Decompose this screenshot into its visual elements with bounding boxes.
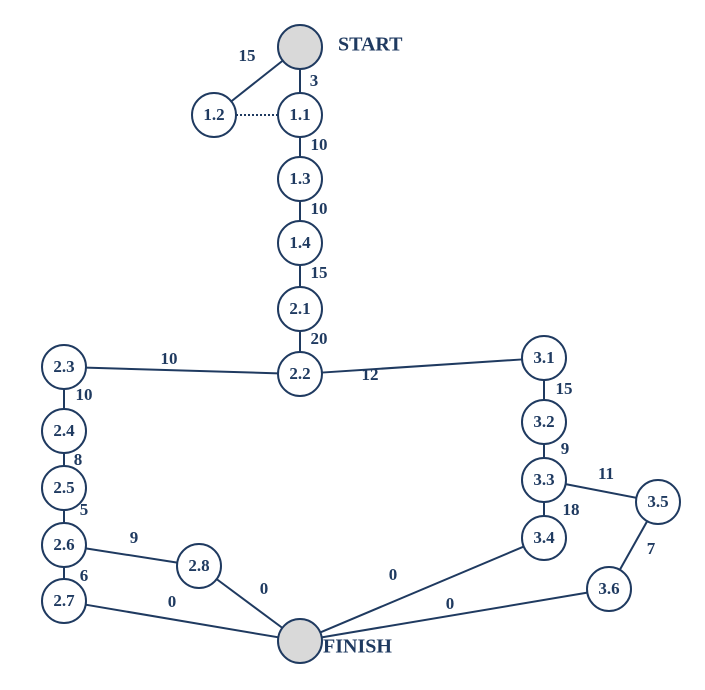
edge-weight-label: 10 bbox=[76, 385, 93, 404]
edge-weight-label: 10 bbox=[161, 349, 178, 368]
node-3-4: 3.4 bbox=[521, 515, 567, 561]
edge-2-2-3-1 bbox=[321, 358, 523, 374]
edge-labels-layer: 3 15 10 10 15 20 10 12 10 8 5 6 9 0 0 15 9 18 11 7 0 0 bbox=[74, 46, 656, 613]
edge-weight-label: 8 bbox=[74, 450, 83, 469]
edge-weight-label: 9 bbox=[130, 528, 139, 547]
start-circle bbox=[277, 24, 323, 70]
edge-2-6-2-8 bbox=[85, 547, 178, 564]
finish-label: FINISH bbox=[323, 636, 392, 658]
node-3-5: 3.5 bbox=[635, 479, 681, 525]
node-circle bbox=[277, 286, 323, 332]
node-2-5: 2.5 bbox=[41, 465, 87, 511]
node-label: 2.1 bbox=[289, 299, 310, 318]
edge-weight-label: 18 bbox=[563, 500, 580, 519]
edge-weight-label: 3 bbox=[310, 71, 319, 90]
edge-weight-label: 10 bbox=[311, 199, 328, 218]
node-circle bbox=[586, 566, 632, 612]
edge-weight-label: 9 bbox=[561, 439, 570, 458]
edge-weight-label: 10 bbox=[311, 135, 328, 154]
edge-3-5-3-6 bbox=[618, 520, 649, 571]
node-1-2: 1.2 bbox=[191, 92, 237, 138]
start-label: START bbox=[338, 34, 403, 56]
edge-weight-label: 15 bbox=[311, 263, 328, 282]
node-3-2: 3.2 bbox=[521, 399, 567, 445]
node-2-1: 2.1 bbox=[277, 286, 323, 332]
node-label: 1.2 bbox=[203, 105, 224, 124]
edges-layer bbox=[63, 59, 649, 639]
edge-2-7-finish bbox=[85, 603, 279, 639]
edge-weight-label: 15 bbox=[556, 379, 573, 398]
node-circle bbox=[521, 515, 567, 561]
node-1-4: 1.4 bbox=[277, 220, 323, 266]
node-1-1: 1.1 bbox=[277, 92, 323, 138]
edge-3-4-finish bbox=[319, 545, 525, 634]
node-label: 3.4 bbox=[533, 528, 555, 547]
edge-weight-label: 6 bbox=[80, 566, 89, 585]
edge-weight-label: 0 bbox=[446, 594, 455, 613]
node-circle bbox=[176, 543, 222, 589]
edge-start-1-2 bbox=[230, 59, 284, 103]
node-label: 1.1 bbox=[289, 105, 310, 124]
edge-2-8-finish bbox=[216, 578, 283, 629]
finish-terminal: FINISH bbox=[277, 618, 392, 664]
node-circle bbox=[41, 344, 87, 390]
node-2-7: 2.7 bbox=[41, 578, 87, 624]
edge-weight-label: 11 bbox=[598, 464, 614, 483]
node-label: 3.1 bbox=[533, 348, 554, 367]
node-label: 3.3 bbox=[533, 470, 554, 489]
edge-weight-label: 12 bbox=[362, 365, 379, 384]
nodes-layer: 1.11.21.31.42.12.22.32.42.52.62.72.83.13… bbox=[41, 24, 681, 664]
edge-weight-label: 15 bbox=[239, 46, 256, 65]
node-circle bbox=[191, 92, 237, 138]
node-label: 2.5 bbox=[53, 478, 74, 497]
node-label: 3.2 bbox=[533, 412, 554, 431]
edge-2-2-2-3 bbox=[85, 366, 279, 375]
node-circle bbox=[277, 156, 323, 202]
node-1-3: 1.3 bbox=[277, 156, 323, 202]
edge-3-6-finish bbox=[321, 591, 588, 639]
node-circle bbox=[521, 399, 567, 445]
node-label: 1.3 bbox=[289, 169, 310, 188]
node-3-3: 3.3 bbox=[521, 457, 567, 503]
node-label: 2.7 bbox=[53, 591, 75, 610]
edge-weight-label: 5 bbox=[80, 500, 89, 519]
node-label: 3.6 bbox=[598, 579, 619, 598]
node-2-8: 2.8 bbox=[176, 543, 222, 589]
node-circle bbox=[41, 408, 87, 454]
node-label: 1.4 bbox=[289, 233, 311, 252]
node-3-1: 3.1 bbox=[521, 335, 567, 381]
node-circle bbox=[635, 479, 681, 525]
node-label: 2.8 bbox=[188, 556, 209, 575]
finish-circle bbox=[277, 618, 323, 664]
node-circle bbox=[521, 335, 567, 381]
node-circle bbox=[41, 522, 87, 568]
node-circle bbox=[277, 220, 323, 266]
node-label: 2.3 bbox=[53, 357, 74, 376]
edge-weight-label: 0 bbox=[260, 579, 269, 598]
edge-weight-label: 0 bbox=[168, 592, 177, 611]
edge-weight-label: 20 bbox=[311, 329, 328, 348]
node-circle bbox=[41, 465, 87, 511]
edge-3-3-3-5 bbox=[565, 483, 637, 499]
node-2-6: 2.6 bbox=[41, 522, 87, 568]
node-circle bbox=[277, 92, 323, 138]
node-label: 2.4 bbox=[53, 421, 75, 440]
node-label: 2.2 bbox=[289, 364, 310, 383]
node-label: 3.5 bbox=[647, 492, 668, 511]
node-circle bbox=[41, 578, 87, 624]
edge-weight-label: 7 bbox=[647, 539, 656, 558]
node-2-2: 2.2 bbox=[277, 351, 323, 397]
start-terminal: START bbox=[277, 24, 403, 70]
node-2-3: 2.3 bbox=[41, 344, 87, 390]
node-label: 2.6 bbox=[53, 535, 74, 554]
node-circle bbox=[277, 351, 323, 397]
node-3-6: 3.6 bbox=[586, 566, 632, 612]
edge-weight-label: 0 bbox=[389, 565, 398, 584]
node-2-4: 2.4 bbox=[41, 408, 87, 454]
node-circle bbox=[521, 457, 567, 503]
